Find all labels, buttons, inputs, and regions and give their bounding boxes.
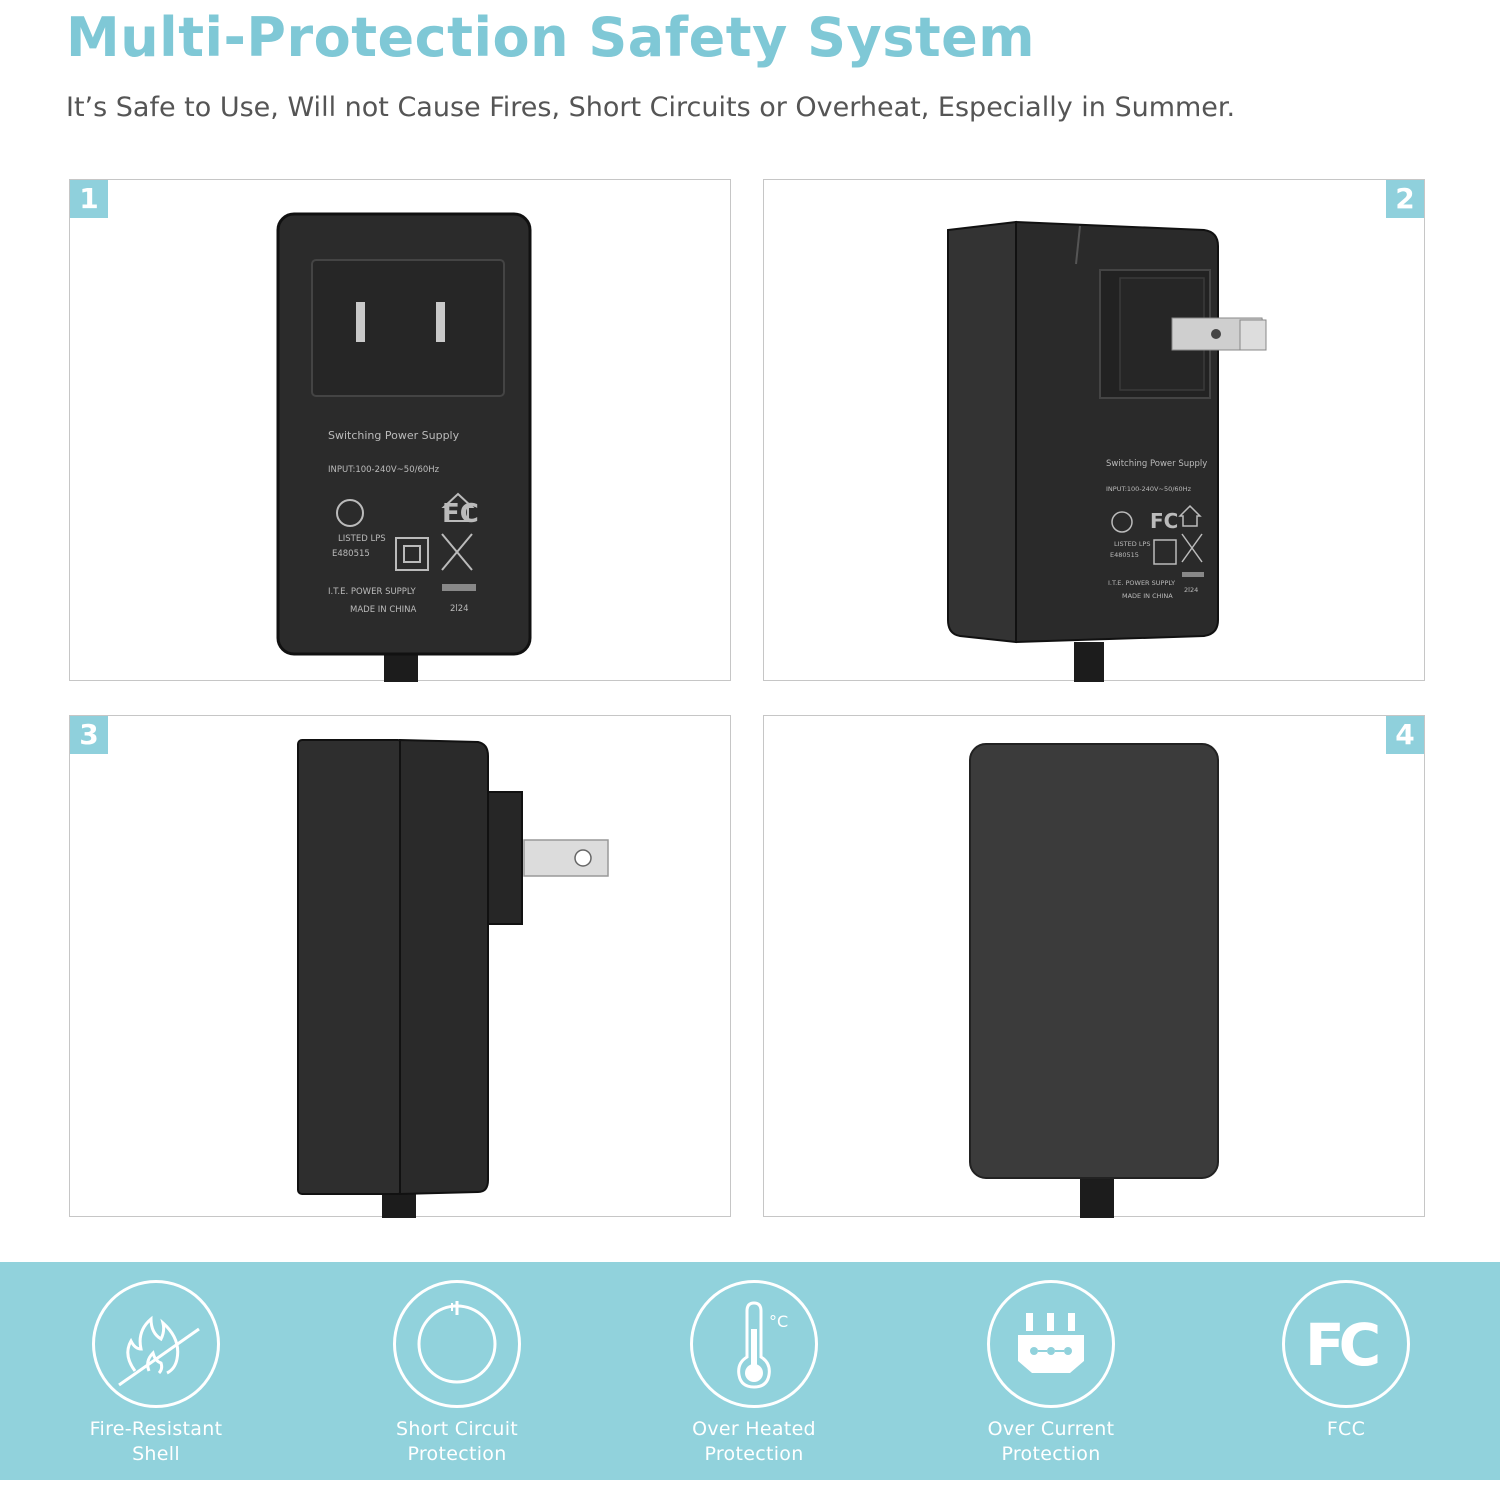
panel-number-badge: 2	[1386, 180, 1424, 218]
feature-label: Protection	[1001, 1443, 1101, 1465]
label-ite: I.T.E. POWER SUPPLY	[1108, 579, 1175, 587]
feature-label: Over Heated	[692, 1418, 816, 1440]
feature-icon-circle	[92, 1280, 220, 1408]
feature-fcc: FC FCC	[1236, 1280, 1456, 1442]
panel-number-badge: 1	[70, 180, 108, 218]
product-panel-back: 4	[763, 715, 1425, 1218]
feature-over-current: Over Current Protection	[941, 1280, 1161, 1467]
label-ite: I.T.E. POWER SUPPLY	[328, 587, 417, 597]
label-input: INPUT:100-240V~50/60Hz	[328, 465, 440, 475]
feature-label: FCC	[1326, 1418, 1366, 1440]
panel-number-badge: 3	[70, 716, 108, 754]
feature-icon-circle	[393, 1280, 521, 1408]
fcc-mark: FC	[1305, 1311, 1378, 1379]
label-listed: LISTED LPS	[338, 534, 386, 544]
feature-label: Over Current	[987, 1418, 1115, 1440]
feature-fire-resistant: Fire-Resistant Shell	[46, 1280, 266, 1467]
label-made: MADE IN CHINA	[1122, 592, 1173, 600]
adapter-back-image	[969, 743, 1219, 1218]
panel-number-badge: 4	[1386, 716, 1424, 754]
celsius-unit: °C	[769, 1312, 788, 1331]
feature-over-heated: °C Over Heated Protection	[644, 1280, 864, 1467]
page-title: Multi-Protection Safety System	[66, 6, 1036, 69]
adapter-front-image: Switching Power Supply INPUT:100-240V~50…	[276, 212, 532, 682]
label-date: 2l24	[1184, 586, 1198, 594]
feature-label: Short Circuit	[395, 1418, 519, 1440]
label-date: 2l24	[450, 604, 469, 614]
label-product: Switching Power Supply	[328, 429, 460, 442]
label-made: MADE IN CHINA	[350, 605, 417, 615]
feature-label: Shell	[132, 1443, 180, 1465]
feature-icon-circle: °C	[690, 1280, 818, 1408]
product-panel-angled: 2 Switching Power Supply INPUT:100-240V~…	[763, 179, 1425, 682]
thermometer-icon: °C	[737, 1301, 788, 1389]
feature-icon-circle	[987, 1280, 1115, 1408]
power-icon	[417, 1301, 497, 1384]
label-listed: LISTED LPS	[1114, 540, 1150, 548]
current-icon	[1018, 1313, 1084, 1373]
fire-icon	[118, 1315, 200, 1387]
product-panel-side: 3	[69, 715, 731, 1218]
adapter-angled-image: Switching Power Supply INPUT:100-240V~50…	[947, 220, 1267, 682]
feature-icon-circle: FC	[1282, 1280, 1410, 1408]
label-file: E480515	[1110, 551, 1139, 559]
page-subtitle: It’s Safe to Use, Will not Cause Fires, …	[66, 92, 1236, 123]
label-file: E480515	[332, 549, 370, 559]
label-product: Switching Power Supply	[1106, 459, 1207, 469]
features-band: Fire-Resistant Shell Short Circuit Prote…	[0, 1262, 1500, 1480]
label-input: INPUT:100-240V~50/60Hz	[1106, 485, 1192, 493]
product-panel-front: 1 Switching Power Supply INPUT:100-240V~…	[69, 179, 731, 682]
feature-short-circuit: Short Circuit Protection	[347, 1280, 567, 1467]
fcc-icon: FC	[1305, 1311, 1384, 1379]
fcc-mark: FC	[1150, 509, 1178, 533]
adapter-side-image	[297, 738, 609, 1218]
feature-label: Protection	[407, 1443, 507, 1465]
feature-label: Protection	[704, 1443, 804, 1465]
feature-label: Fire-Resistant	[89, 1418, 223, 1440]
